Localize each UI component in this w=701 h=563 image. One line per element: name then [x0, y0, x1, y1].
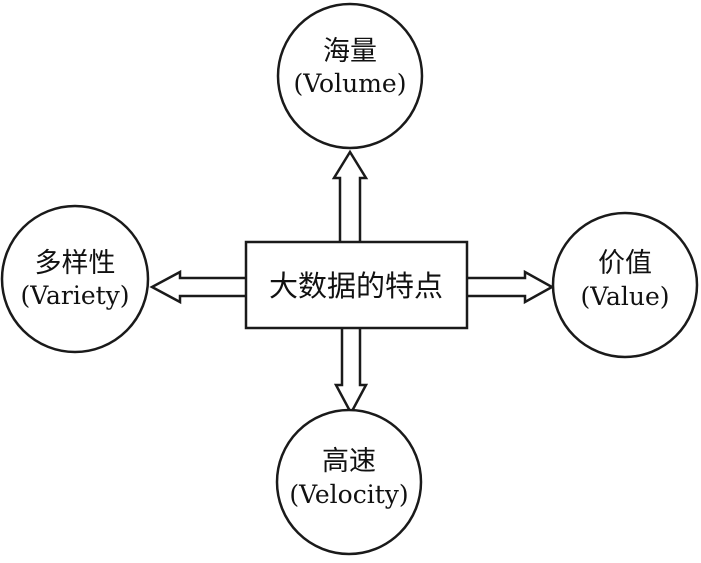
arrow-left-to-variety	[149, 269, 246, 305]
node-variety-zh: 多样性	[35, 248, 116, 279]
node-value: 价值 (Value)	[551, 211, 699, 359]
node-variety-en: (Variety)	[20, 281, 129, 310]
center-box: 大数据的特点	[244, 240, 469, 330]
node-volume-en: (Volume)	[294, 69, 407, 98]
center-label: 大数据的特点	[269, 269, 443, 303]
node-variety: 多样性 (Variety)	[0, 204, 150, 354]
node-value-en: (Value)	[580, 282, 669, 311]
node-value-zh: 价值	[598, 248, 652, 279]
node-volume: 海量 (Volume)	[276, 2, 424, 150]
arrow-up-to-volume	[331, 149, 369, 242]
node-volume-zh: 海量	[323, 36, 377, 67]
node-velocity: 高速 (Velocity)	[275, 408, 423, 556]
node-velocity-zh: 高速	[322, 446, 376, 477]
node-velocity-en: (Velocity)	[289, 480, 408, 509]
arrow-right-to-value	[467, 269, 555, 305]
arrow-down-to-velocity	[333, 328, 369, 416]
